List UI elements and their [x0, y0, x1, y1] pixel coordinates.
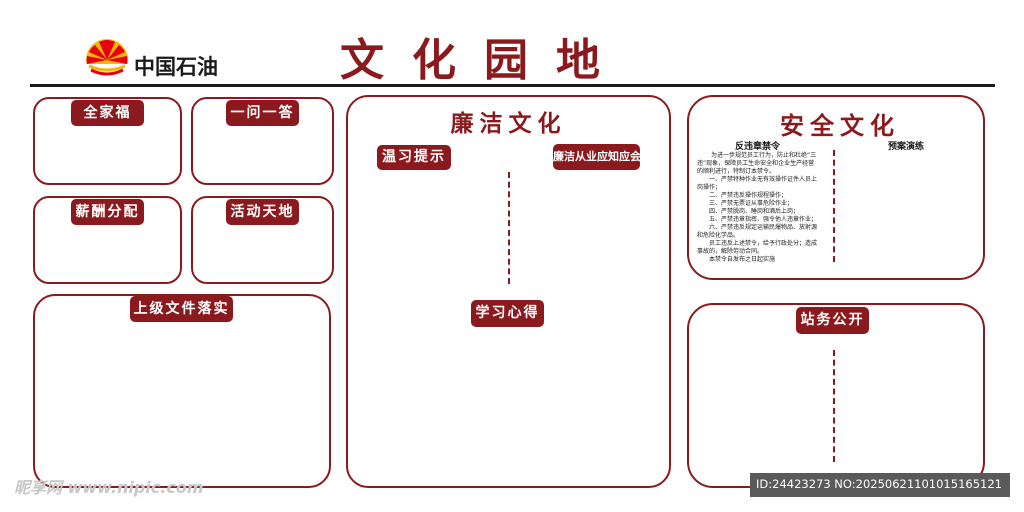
page-title: 文化园地 — [340, 35, 628, 86]
id-watermark-bar — [750, 473, 1010, 497]
rule-line: 本禁令自发布之日起实施 — [709, 256, 776, 263]
tip-tag: 温习提示 — [377, 145, 451, 170]
violation-heading: 反违章禁令 — [735, 142, 781, 152]
rule-line: 六、严禁违反规定运输民爆物品、放射源 — [709, 224, 818, 231]
rule-line: 二、严禁违反操作规程操作； — [709, 192, 788, 199]
rule-line: 的顺利进行，特制订本禁令。 — [697, 168, 776, 175]
learning-tag: 学习心得 — [471, 300, 544, 327]
integrity-title: 廉洁文化 — [450, 110, 567, 137]
rule-line: 一、严禁特种作业无有效操作证件人员上 — [709, 176, 818, 183]
rule-line: 为进一步规范员工行为，防止和杜绝“三 — [711, 152, 817, 159]
station-tag: 站务公开 — [796, 307, 869, 334]
rule-line: 五、严禁违章指挥、强令他人违章作业； — [709, 216, 818, 223]
documents-panel — [33, 294, 331, 488]
id-watermark: ID:24423273 NO:20250621101015165121 — [756, 477, 1002, 491]
family-tag: 全家福 — [71, 100, 144, 126]
rule-line: 违”现象，保障员工生命安全和企业生产经营 — [697, 160, 815, 167]
documents-tag: 上级文件落实 — [130, 296, 233, 322]
activity-tag: 活动天地 — [226, 199, 299, 225]
safety-divider — [833, 150, 835, 262]
rule-line: 岗操作； — [697, 184, 722, 191]
safety-panel — [687, 95, 985, 280]
rule-line: 三、严禁无票证从事危险作业； — [709, 200, 794, 207]
rule-line: 员工违反上述禁令，给予行政处分；造成 — [709, 240, 818, 247]
rule-line: 事故的，解除劳动合同。 — [697, 248, 764, 255]
rule-line: 四、严禁脱岗、睡岗和酒后上岗； — [709, 208, 800, 215]
qa-tag: 一问一答 — [226, 100, 299, 126]
integrity-divider — [508, 172, 510, 284]
petal-logo-icon — [85, 39, 129, 82]
logo-text: 中国石油 — [134, 55, 218, 79]
header-divider — [30, 84, 995, 87]
station-divider — [833, 350, 835, 462]
drill-heading: 预案演练 — [888, 142, 925, 152]
salary-tag: 薪酬分配 — [71, 199, 144, 225]
rule-line: 和危险化学品。 — [697, 232, 740, 239]
petrochina-logo — [85, 38, 129, 82]
knowledge-tag: 廉洁从业应知应会 — [553, 144, 641, 170]
site-watermark: 昵享网 www.nipic.com — [14, 478, 204, 497]
safety-title: 安全文化 — [780, 111, 900, 140]
